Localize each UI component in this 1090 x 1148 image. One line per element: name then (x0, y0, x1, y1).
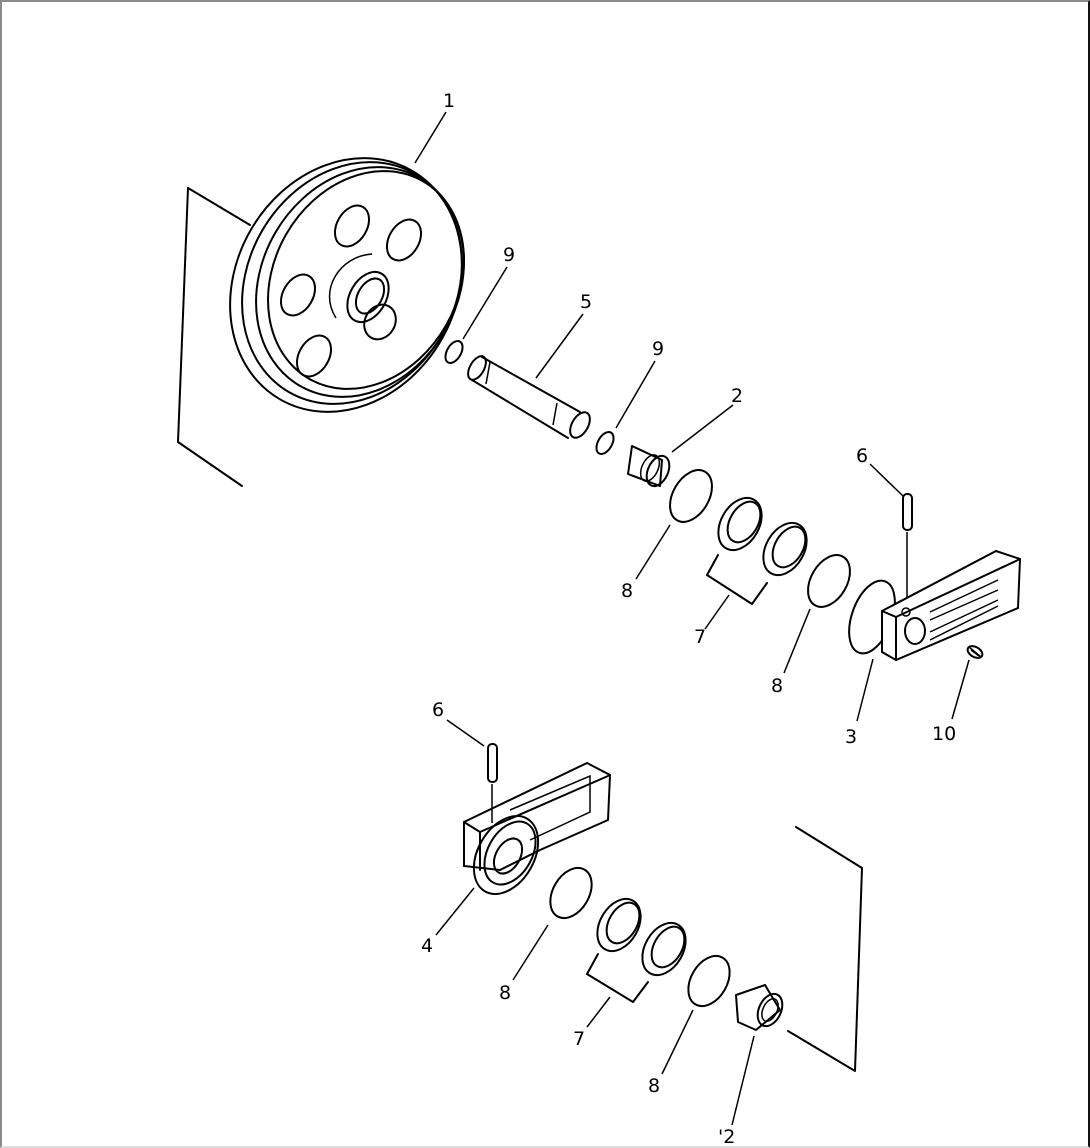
o-ring (807, 554, 851, 608)
leader-lines (414, 111, 970, 1126)
callout-2: '2 (718, 1126, 735, 1148)
pin (902, 493, 913, 598)
small-plug (966, 645, 984, 659)
shaft (467, 355, 591, 439)
callout-9: 9 (503, 244, 515, 266)
callout-8: 8 (499, 982, 511, 1004)
support-right (848, 549, 1022, 662)
callout-6: 6 (432, 699, 444, 721)
callout-1: 1 (443, 90, 455, 112)
callout-2: 2 (731, 385, 743, 407)
callout-8: 8 (648, 1075, 660, 1097)
assembly-bracket (787, 826, 863, 1072)
o-ring (687, 954, 731, 1008)
o-ring (595, 431, 615, 455)
o-ring (549, 866, 593, 920)
callout-8: 8 (621, 580, 633, 602)
idler-wheel (177, 157, 465, 487)
callout-9: 9 (652, 338, 664, 360)
callout-labels: 1 9 5 9 2 6 8 7 8 3 10 6 4 8 7 8 '2 (421, 90, 956, 1148)
callout-10: 10 (932, 723, 956, 745)
support-left (463, 761, 612, 895)
o-ring (669, 469, 713, 523)
callout-7: 7 (694, 626, 706, 648)
callout-5: 5 (580, 291, 592, 313)
callout-7: 7 (573, 1028, 585, 1050)
floating-seal-pair (586, 897, 687, 1003)
floating-seal-pair (706, 496, 808, 605)
plug (735, 984, 784, 1031)
callout-8: 8 (771, 675, 783, 697)
pin (487, 743, 498, 823)
callout-6: 6 (856, 445, 868, 467)
callout-3: 3 (845, 726, 857, 748)
plug (627, 445, 671, 488)
o-ring (444, 340, 464, 364)
callout-4: 4 (421, 935, 433, 957)
